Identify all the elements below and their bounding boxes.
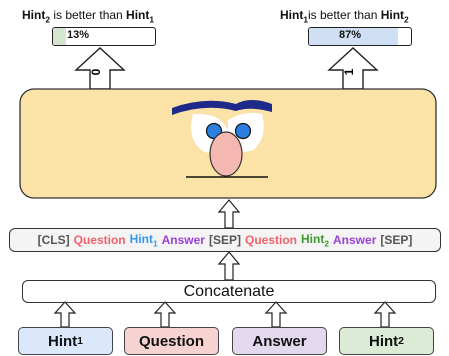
left-output-caption: Hint2 is better than Hint1: [22, 8, 154, 24]
output-arrow-right: [327, 47, 379, 90]
caption-connector: is better than: [50, 8, 127, 22]
caption-hint-subscript: 2: [45, 14, 50, 25]
caption-hint-subscript: 2: [404, 14, 409, 25]
sequence-token-subscript: 2: [324, 238, 330, 249]
sequence-token: Question: [73, 233, 126, 247]
sequence-token: [SEP]: [380, 233, 413, 247]
model-face-illustration: [172, 100, 272, 178]
input-question-box: Question: [124, 327, 219, 355]
arrow-question-to-concat: [153, 301, 177, 328]
sequence-token: Hint2: [301, 231, 330, 249]
arrow-answer-to-concat: [264, 301, 288, 328]
sequence-token-subscript: 1: [152, 238, 158, 249]
output-arrow-left: [74, 47, 126, 90]
caption-connector: is better than: [308, 8, 381, 22]
caption-hint-label: Hint: [380, 8, 405, 22]
left-percent-label: 13%: [67, 29, 90, 41]
arrow-sequence-to-model: [217, 199, 241, 229]
concatenate-label: Concatenate: [183, 282, 275, 300]
flow-arrows: [53, 199, 397, 328]
arrow-hint1-to-concat: [53, 301, 77, 328]
concatenate-box: Concatenate: [22, 280, 436, 303]
arrow-concat-to-sequence: [217, 251, 241, 281]
right-probability-bar: 87%: [308, 27, 412, 46]
caption-hint-subscript: 1: [149, 14, 155, 25]
sequence-token: Question: [245, 233, 298, 247]
left-probability-fill: [53, 28, 67, 45]
input-label: Hint: [47, 332, 78, 350]
output-arrow-right-label: 1: [342, 68, 356, 75]
right-output-caption: Hint1is better than Hint2: [280, 8, 409, 24]
input-label: Question: [138, 332, 204, 350]
input-answer-box: Answer: [232, 327, 327, 355]
output-arrow-left-label: 0: [89, 68, 103, 75]
caption-hint-label: Hint: [280, 8, 304, 22]
input-label: Answer: [252, 332, 307, 350]
input-subscript: 1: [77, 335, 83, 347]
sequence-token: [CLS]: [37, 233, 70, 247]
sequence-token: Answer: [333, 233, 377, 247]
sequence-token: Hint1: [129, 231, 158, 249]
left-probability-bar: 13%: [52, 27, 156, 46]
caption-hint-label: Hint: [126, 8, 150, 22]
right-percent-label: 87%: [339, 29, 362, 41]
sequence-token: Answer: [161, 233, 205, 247]
input-subscript: 2: [398, 335, 404, 347]
arrow-hint2-to-concat: [373, 301, 397, 328]
sequence-token: [SEP]: [208, 233, 241, 247]
right-probability-fill: [309, 28, 398, 45]
caption-hint-subscript: 1: [303, 14, 308, 25]
caption-hint-label: Hint: [22, 8, 46, 22]
input-label: Hint: [368, 332, 399, 350]
